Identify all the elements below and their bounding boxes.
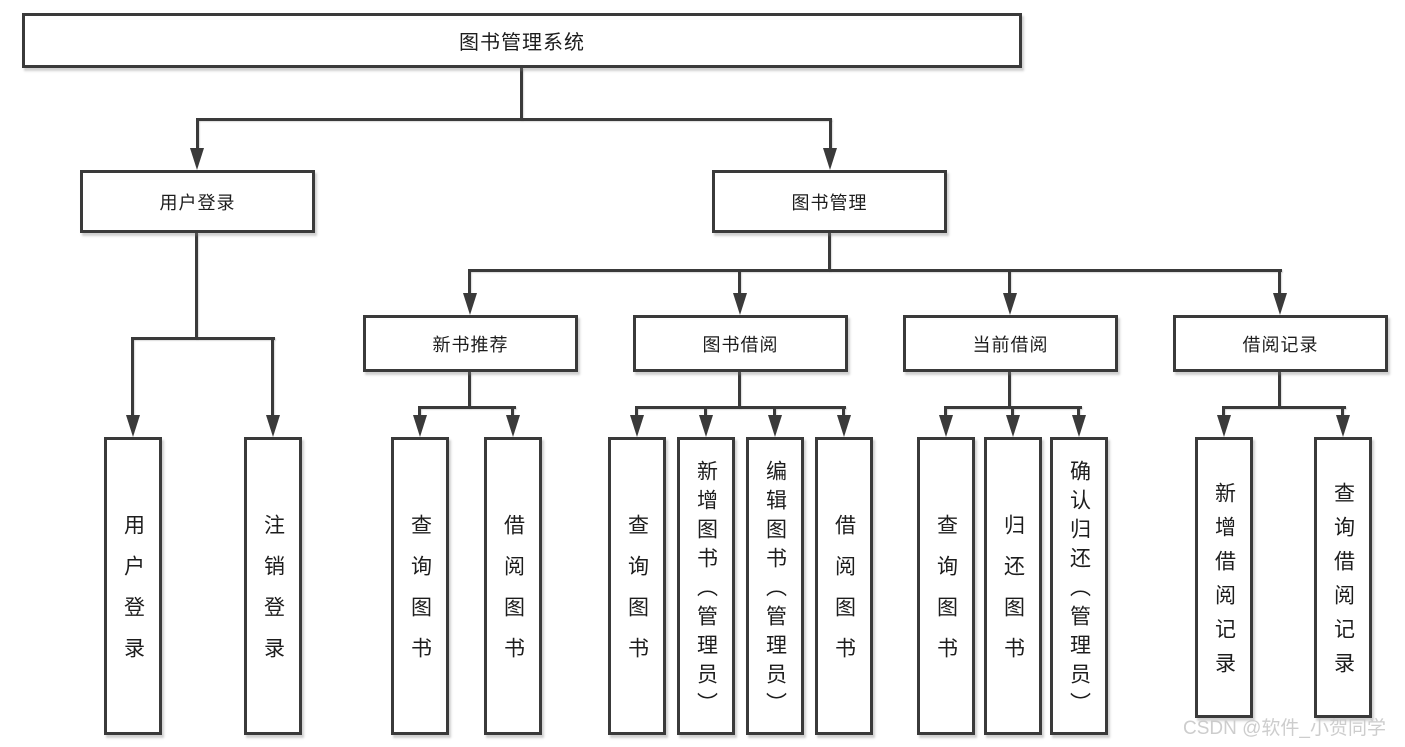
node-book-borrowing: 图书借阅 bbox=[633, 315, 848, 372]
connector-sec3-stem bbox=[1008, 372, 1011, 408]
connector-sec2-stem bbox=[738, 372, 741, 408]
arrowhead-sec3-leaf-1 bbox=[939, 415, 953, 437]
node-label: 用户登录 bbox=[121, 514, 145, 678]
node-borrow-records: 借阅记录 bbox=[1173, 315, 1388, 372]
arrowhead-book-mgmt bbox=[823, 148, 837, 170]
leaf-add-borrow-record: 新增借阅记录 bbox=[1195, 437, 1253, 718]
connector-sec2-drop-3 bbox=[773, 408, 776, 418]
leaf-query-books-2: 查询图书 bbox=[608, 437, 666, 735]
connector-login-stem bbox=[195, 233, 198, 339]
arrowhead-sec2-leaf-3 bbox=[768, 415, 782, 437]
arrowhead-sec3-leaf-3 bbox=[1072, 415, 1086, 437]
connector-sec2-drop-4 bbox=[842, 408, 845, 418]
node-label: 新增图书（管理员） bbox=[694, 459, 718, 721]
node-current-borrowing: 当前借阅 bbox=[903, 315, 1118, 372]
connector-login-drop-1 bbox=[131, 339, 134, 418]
node-library-system: 图书管理系统 bbox=[22, 13, 1022, 68]
connector-sec1-drop-2 bbox=[511, 408, 514, 418]
leaf-borrow-books-2: 借阅图书 bbox=[815, 437, 873, 735]
arrowhead-new-books bbox=[463, 293, 477, 315]
connector-sec3-drop-2 bbox=[1011, 408, 1014, 418]
arrowhead-borrow-records bbox=[1273, 293, 1287, 315]
node-label: 注销登录 bbox=[261, 514, 285, 678]
csdn-watermark: CSDN @软件_小贺同学 bbox=[1183, 718, 1386, 739]
node-label: 借阅记录 bbox=[1242, 334, 1319, 355]
connector-root-stem bbox=[520, 68, 523, 120]
arrowhead-sec4-leaf-1 bbox=[1217, 415, 1231, 437]
node-label: 图书管理系统 bbox=[459, 32, 585, 54]
node-label: 借阅图书 bbox=[832, 514, 856, 678]
connector-mgmt-drop-1 bbox=[468, 271, 471, 295]
node-label: 图书管理 bbox=[791, 192, 868, 213]
arrowhead-sec3-leaf-2 bbox=[1006, 415, 1020, 437]
node-label: 归还图书 bbox=[1001, 514, 1025, 678]
arrowhead-login-leaf-1 bbox=[126, 415, 140, 437]
arrowhead-sec2-leaf-2 bbox=[699, 415, 713, 437]
leaf-return-book: 归还图书 bbox=[984, 437, 1042, 735]
connector-sec1-drop-1 bbox=[418, 408, 421, 418]
node-label: 查询图书 bbox=[625, 514, 649, 678]
connector-login-drop-2 bbox=[271, 339, 274, 418]
node-label: 查询图书 bbox=[934, 514, 958, 678]
node-label: 新增借阅记录 bbox=[1212, 482, 1236, 686]
connector-sec3-drop-1 bbox=[944, 408, 947, 418]
connector-sec4-drop-1 bbox=[1222, 408, 1225, 418]
node-label: 用户登录 bbox=[159, 192, 236, 213]
connector-root-drop-right bbox=[829, 120, 832, 152]
leaf-logout: 注销登录 bbox=[244, 437, 302, 735]
node-label: 查询图书 bbox=[408, 514, 432, 678]
arrowhead-sec2-leaf-1 bbox=[630, 415, 644, 437]
leaf-edit-book-admin: 编辑图书（管理员） bbox=[746, 437, 804, 735]
connector-mgmt-rail bbox=[468, 269, 1282, 272]
connector-login-rail bbox=[131, 337, 275, 340]
connector-mgmt-drop-2 bbox=[738, 271, 741, 295]
connector-sec2-rail bbox=[635, 406, 846, 409]
arrowhead-sec4-leaf-2 bbox=[1336, 415, 1350, 437]
connector-root-rail bbox=[196, 118, 832, 121]
leaf-add-book-admin: 新增图书（管理员） bbox=[677, 437, 735, 735]
node-label: 借阅图书 bbox=[501, 514, 525, 678]
leaf-query-borrow-record: 查询借阅记录 bbox=[1314, 437, 1372, 718]
leaf-user-login: 用户登录 bbox=[104, 437, 162, 735]
node-user-login: 用户登录 bbox=[80, 170, 315, 233]
connector-mgmt-stem bbox=[828, 233, 831, 271]
connector-sec4-drop-2 bbox=[1341, 408, 1344, 418]
node-new-book-recommend: 新书推荐 bbox=[363, 315, 578, 372]
connector-sec4-rail bbox=[1222, 406, 1346, 409]
connector-mgmt-drop-4 bbox=[1278, 271, 1281, 295]
connector-root-drop-left bbox=[196, 120, 199, 152]
connector-sec2-drop-2 bbox=[704, 408, 707, 418]
arrowhead-book-borrow bbox=[733, 293, 747, 315]
connector-sec1-stem bbox=[468, 372, 471, 408]
arrowhead-sec2-leaf-4 bbox=[837, 415, 851, 437]
arrowhead-user-login bbox=[190, 148, 204, 170]
arrowhead-sec1-leaf-2 bbox=[506, 415, 520, 437]
node-label: 图书借阅 bbox=[702, 334, 779, 355]
leaf-query-books-3: 查询图书 bbox=[917, 437, 975, 735]
leaf-confirm-return-admin: 确认归还（管理员） bbox=[1050, 437, 1108, 735]
node-label: 当前借阅 bbox=[972, 334, 1049, 355]
connector-sec1-rail bbox=[418, 406, 516, 409]
leaf-borrow-books-1: 借阅图书 bbox=[484, 437, 542, 735]
node-book-management: 图书管理 bbox=[712, 170, 947, 233]
node-label: 确认归还（管理员） bbox=[1067, 459, 1091, 721]
node-label: 查询借阅记录 bbox=[1331, 482, 1355, 686]
connector-sec2-drop-1 bbox=[635, 408, 638, 418]
node-label: 编辑图书（管理员） bbox=[763, 459, 787, 721]
node-label: 新书推荐 bbox=[432, 334, 509, 355]
connector-sec3-rail bbox=[944, 406, 1082, 409]
arrowhead-current-borrow bbox=[1003, 293, 1017, 315]
connector-sec4-stem bbox=[1278, 372, 1281, 408]
connector-mgmt-drop-3 bbox=[1008, 271, 1011, 295]
connector-sec3-drop-3 bbox=[1077, 408, 1080, 418]
arrowhead-sec1-leaf-1 bbox=[413, 415, 427, 437]
leaf-query-books-1: 查询图书 bbox=[391, 437, 449, 735]
arrowhead-login-leaf-2 bbox=[266, 415, 280, 437]
